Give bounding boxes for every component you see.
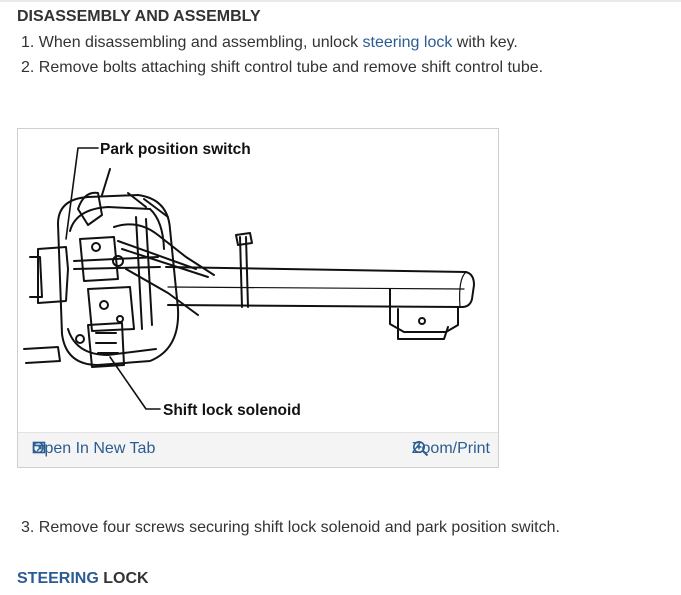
solenoid-callout: Shift lock solenoid	[163, 402, 301, 419]
step-3: 3. Remove four screws securing shift loc…	[21, 519, 560, 537]
figure-toolbar: Open In New Tab Zoom/Print	[18, 432, 498, 467]
step-number: 3.	[21, 519, 35, 536]
top-divider	[0, 0, 681, 2]
step-2: 2. Remove bolts attaching shift control …	[21, 59, 543, 77]
park-switch-callout: Park position switch	[100, 141, 251, 158]
zoom-in-icon	[412, 441, 428, 457]
mount-bracket	[389, 288, 459, 333]
solenoid-leader	[109, 356, 161, 410]
step-number: 2.	[21, 59, 35, 76]
tube-bolt	[239, 236, 249, 308]
step-text: Remove bolts attaching shift control tub…	[38, 59, 544, 76]
shift-lock-solenoid	[87, 322, 125, 368]
step-text: Remove four screws securing shift lock s…	[38, 519, 560, 536]
step-number: 1.	[21, 34, 35, 51]
park-position-switch	[77, 191, 103, 226]
step-1: 1. When disassembling and assembling, un…	[21, 34, 518, 52]
section-heading: DISASSEMBLY AND ASSEMBLY	[17, 8, 261, 25]
steering-column-illustration: Park position switch Shift lock solenoid	[23, 141, 475, 419]
steering-link[interactable]: STEERING	[17, 570, 99, 587]
next-section-heading-rest: LOCK	[98, 570, 149, 587]
open-in-new-tab-link[interactable]: Open In New Tab	[32, 440, 155, 458]
zoom-print-link[interactable]: Zoom/Print	[412, 440, 490, 458]
steering-housing	[57, 194, 180, 366]
step-text-before: When disassembling and assembling, unloc…	[38, 34, 363, 51]
shift-control-tube	[165, 266, 475, 308]
step-text-after: with key.	[452, 34, 518, 51]
park-switch-leader	[65, 147, 99, 240]
diagram-figure: Park position switch Shift lock solenoid…	[17, 128, 499, 468]
next-section-heading: STEERING LOCK	[17, 570, 149, 588]
open-tab-label: Open In New Tab	[32, 440, 156, 457]
steering-lock-link[interactable]: steering lock	[362, 34, 453, 51]
zoom-print-label: Zoom/Print	[411, 440, 490, 457]
open-new-tab-icon	[32, 441, 46, 454]
